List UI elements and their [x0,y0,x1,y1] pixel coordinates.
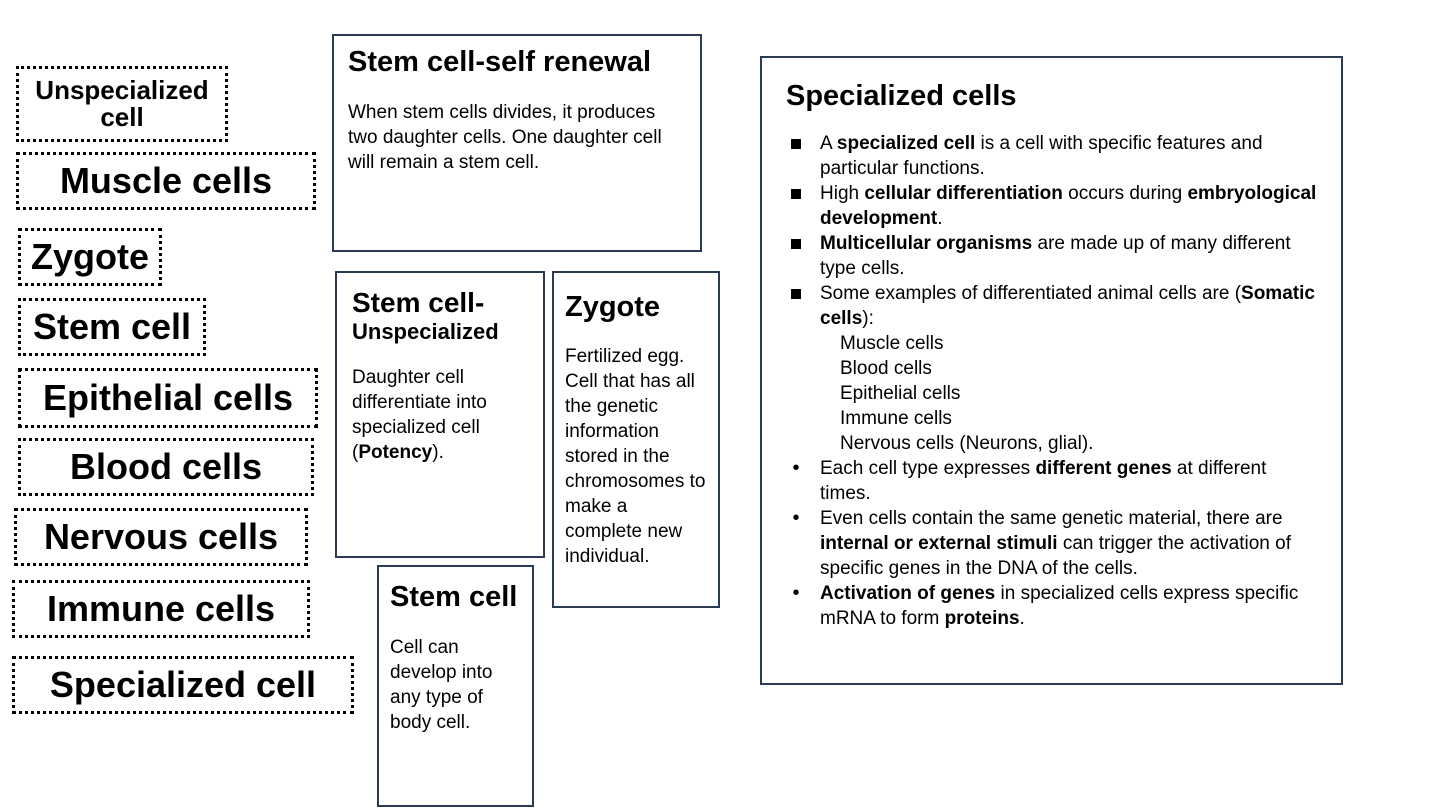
example-item: Blood cells [840,358,932,380]
list-item: Activation of genes in specialized cells… [786,581,1317,631]
specialized-list: A specialized cell is a cell with specif… [786,131,1317,631]
example-item: Nervous cells (Neurons, glial). [840,433,1094,455]
example-item: Epithelial cells [840,383,961,405]
list-item: A specialized cell is a cell with specif… [786,131,1317,181]
list-item: Even cells contain the same genetic mate… [786,506,1317,581]
label-immune-cells[interactable]: Immune cells [12,580,310,638]
list-item: High cellular differentiation occurs dur… [786,181,1317,231]
round-bullet-icon [786,506,806,531]
label-muscle-cells[interactable]: Muscle cells [16,152,316,210]
card-body: Daughter cell differentiate into special… [352,367,487,464]
card-title: Stem cell [390,581,518,613]
card-specialized-cells: Specialized cells A specialized cell is … [760,56,1343,685]
card-body: Cell can develop into any type of body c… [390,637,493,734]
card-body: Fertilized egg. Cell that has all the ge… [565,346,706,568]
label-nervous-cells[interactable]: Nervous cells [14,508,308,566]
card-title: Stem cell- Unspecialized [352,287,499,345]
label-zygote[interactable]: Zygote [18,228,162,286]
list-item: Each cell type expresses different genes… [786,456,1317,506]
card-zygote: Zygote Fertilized egg. Cell that has all… [552,271,720,608]
square-bullet-icon [786,231,806,256]
square-bullet-icon [786,181,806,206]
list-item: Multicellular organisms are made up of m… [786,231,1317,281]
example-item: Immune cells [840,408,952,430]
label-blood-cells[interactable]: Blood cells [18,438,314,496]
label-epithelial-cells[interactable]: Epithelial cells [18,368,318,428]
card-body: When stem cells divides, it produces two… [348,102,662,174]
square-bullet-icon [786,131,806,156]
card-title: Specialized cells [786,80,1017,112]
card-stem-cell: Stem cell Cell can develop into any type… [377,565,534,807]
label-specialized-cell[interactable]: Specialized cell [12,656,354,714]
example-item: Muscle cells [840,333,944,355]
card-stem-cell-unspecialized: Stem cell- Unspecialized Daughter cell d… [335,271,545,558]
card-stem-cell-self-renewal: Stem cell-self renewal When stem cells d… [332,34,702,252]
label-stem-cell[interactable]: Stem cell [18,298,206,356]
square-bullet-icon [786,281,806,306]
card-title: Zygote [565,291,661,323]
card-title: Stem cell-self renewal [348,46,652,78]
list-item: Some examples of differentiated animal c… [786,281,1317,331]
round-bullet-icon [786,456,806,481]
label-unspecialized-cell[interactable]: Unspecialized cell [16,66,228,142]
round-bullet-icon [786,581,806,606]
